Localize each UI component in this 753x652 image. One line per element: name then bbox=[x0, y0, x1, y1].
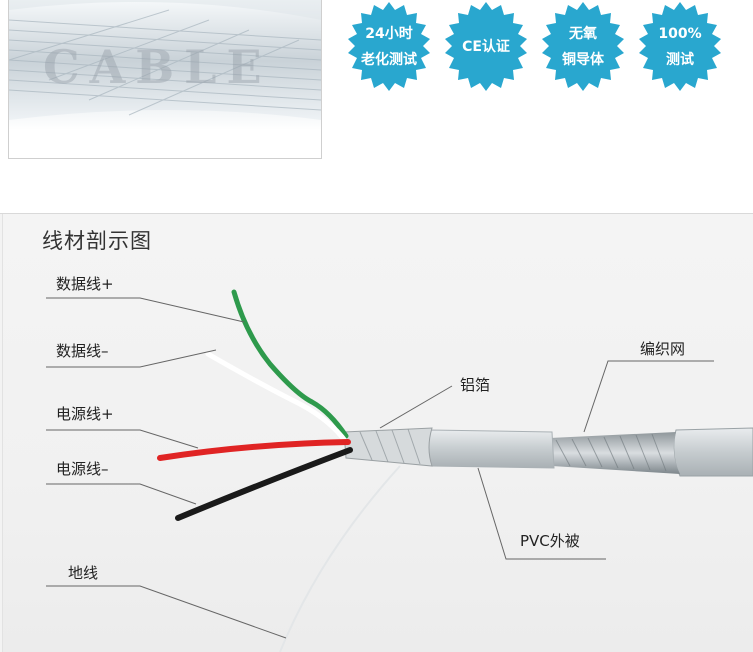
leader-ground bbox=[46, 585, 287, 639]
badge-seal-icon bbox=[348, 2, 430, 91]
label-data-minus: 数据线– bbox=[56, 342, 109, 360]
leader-power-plus bbox=[46, 429, 199, 449]
badge-oxygen-free: 无氧 铜导体 bbox=[538, 2, 628, 92]
badge-seal-icon bbox=[445, 2, 527, 91]
label-power-minus: 电源线– bbox=[56, 460, 109, 478]
cable-photo: CABLE bbox=[8, 0, 322, 159]
wire-red bbox=[157, 439, 351, 461]
cable-photo-image: CABLE bbox=[9, 0, 321, 130]
cable-diagram: 线材剖示图 数据线+ 数据线– 电源线+ 电源线– 地线 铝箔 编织网 PVC外… bbox=[0, 213, 753, 652]
badge-line2: 铜导体 bbox=[562, 52, 604, 68]
wire-ground bbox=[279, 465, 401, 652]
badge-seal-icon bbox=[542, 2, 624, 91]
wire-white bbox=[205, 351, 349, 445]
badge-seal-icon bbox=[639, 2, 721, 91]
label-power-plus: 电源线+ bbox=[56, 405, 114, 423]
leader-data-plus bbox=[46, 297, 245, 323]
leader-jacket bbox=[477, 467, 606, 560]
label-ground: 地线 bbox=[68, 564, 99, 582]
wire-black bbox=[175, 447, 353, 521]
badge-line1: CE认证 bbox=[462, 39, 510, 55]
label-foil: 铝箔 bbox=[460, 376, 491, 394]
badge-line1: 100% bbox=[658, 26, 702, 42]
label-braid: 编织网 bbox=[640, 340, 686, 358]
badge-aging-test: 24小时 老化测试 bbox=[344, 2, 434, 92]
cable-illustration bbox=[46, 289, 753, 652]
foil-shield bbox=[343, 427, 433, 467]
cable-watermark: CABLE bbox=[43, 40, 272, 94]
label-data-plus: 数据线+ bbox=[56, 275, 114, 293]
badge-ce: CE认证 bbox=[441, 2, 531, 92]
badge-line2: 老化测试 bbox=[361, 52, 417, 68]
badge-line1: 24小时 bbox=[365, 26, 413, 42]
braid-shield bbox=[550, 432, 680, 474]
feature-badges: 24小时 老化测试 CE认证 无氧 铜导体 100% 测试 bbox=[344, 0, 734, 100]
leader-braid bbox=[583, 360, 714, 433]
badge-line1: 无氧 bbox=[569, 26, 597, 42]
leader-foil bbox=[379, 385, 453, 429]
label-jacket: PVC外被 bbox=[520, 532, 580, 550]
leader-power-minus bbox=[46, 483, 197, 505]
pvc-jacket-end bbox=[673, 427, 753, 477]
wire-green bbox=[231, 289, 349, 439]
pvc-jacket bbox=[426, 429, 555, 469]
badge-full-test: 100% 测试 bbox=[635, 2, 725, 92]
leader-data-minus bbox=[46, 349, 217, 368]
badge-line2: 测试 bbox=[666, 52, 694, 68]
diagram-title: 线材剖示图 bbox=[42, 229, 152, 253]
